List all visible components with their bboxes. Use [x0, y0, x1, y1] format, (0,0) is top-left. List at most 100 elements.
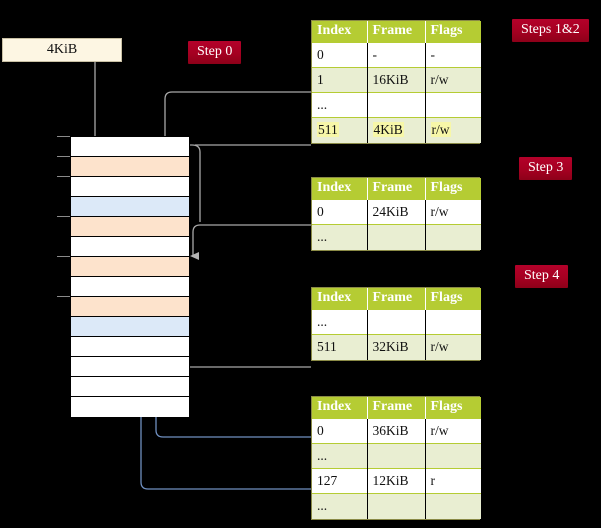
- cell-index: 511: [312, 117, 368, 143]
- memory-frame-row: [71, 397, 189, 417]
- badge-step-0-label: Step 0: [197, 44, 233, 59]
- cell-frame: 12KiB: [367, 468, 426, 494]
- cell-flags: [425, 92, 481, 118]
- cell-flags: [425, 224, 481, 250]
- column-header-flags: Flags: [425, 21, 481, 43]
- cell-frame: [367, 493, 426, 519]
- cell-flags: [425, 309, 481, 335]
- cell-flags: r: [425, 468, 481, 494]
- memory-frame-row: [71, 337, 189, 357]
- cell-frame: [367, 443, 426, 469]
- cell-frame: 32KiB: [367, 334, 426, 360]
- cell-frame: [367, 224, 426, 250]
- cell-flags: r/w: [425, 418, 481, 444]
- column-header-flags: Flags: [425, 288, 481, 310]
- cell-frame: 16KiB: [367, 67, 426, 93]
- table-row: ...: [312, 92, 481, 118]
- cell-index: 0: [312, 199, 368, 225]
- cell-flags: r/w: [425, 334, 481, 360]
- table-row: ...: [312, 224, 481, 250]
- memory-frame-row: [71, 257, 189, 277]
- memory-tick: [57, 136, 70, 137]
- cell-flags: r/w: [425, 199, 481, 225]
- memory-frame-row: [71, 277, 189, 297]
- memory-frame-row: [71, 357, 189, 377]
- column-header-flags: Flags: [425, 397, 481, 419]
- table-row: ...: [312, 309, 481, 335]
- badge-step-3-label: Step 3: [528, 160, 564, 175]
- cell-flags: r/w: [425, 117, 481, 143]
- cell-flags: [425, 443, 481, 469]
- cell-flags: -: [425, 42, 481, 68]
- cell-frame: 36KiB: [367, 418, 426, 444]
- cell-index: ...: [312, 224, 368, 250]
- cell-frame: [367, 309, 426, 335]
- memory-frame-row: [71, 217, 189, 237]
- cell-index: 0: [312, 418, 368, 444]
- cell-index: ...: [312, 493, 368, 519]
- badge-steps-1-2-label: Steps 1&2: [521, 22, 580, 37]
- memory-frame-row: [71, 237, 189, 257]
- cell-index: 127: [312, 468, 368, 494]
- memory-tick: [57, 216, 70, 217]
- physical-memory-column: [70, 136, 190, 417]
- page-box-4kib: 4KiB: [2, 38, 122, 62]
- column-header-frame: Frame: [367, 397, 426, 419]
- cell-frame: -: [367, 42, 426, 68]
- cell-index: 1: [312, 67, 368, 93]
- memory-tick: [57, 156, 70, 157]
- memory-frame-row: [71, 137, 189, 157]
- column-header-frame: Frame: [367, 178, 426, 200]
- badge-step-0: Step 0: [188, 41, 242, 64]
- badge-step-3: Step 3: [519, 157, 573, 180]
- column-header-frame: Frame: [367, 21, 426, 43]
- column-header-index: Index: [312, 21, 368, 43]
- cell-index: ...: [312, 309, 368, 335]
- cell-frame: 4KiB: [367, 117, 426, 143]
- column-header-flags: Flags: [425, 178, 481, 200]
- page-box-label: 4KiB: [46, 42, 78, 57]
- cell-index: ...: [312, 92, 368, 118]
- column-header-index: Index: [312, 288, 368, 310]
- column-header-index: Index: [312, 178, 368, 200]
- badge-steps-1-2: Steps 1&2: [512, 19, 589, 42]
- cell-index: 511: [312, 334, 368, 360]
- memory-frame-row: [71, 377, 189, 397]
- badge-step-4-label: Step 4: [524, 268, 560, 283]
- column-header-frame: Frame: [367, 288, 426, 310]
- badge-step-4: Step 4: [515, 265, 569, 288]
- memory-frame-row: [71, 297, 189, 317]
- memory-frame-row: [71, 197, 189, 217]
- cell-flags: r/w: [425, 67, 481, 93]
- cell-frame: [367, 92, 426, 118]
- column-header-index: Index: [312, 397, 368, 419]
- cell-flags: [425, 493, 481, 519]
- memory-frame-row: [71, 157, 189, 177]
- memory-tick: [57, 296, 70, 297]
- table-row: ...: [312, 493, 481, 519]
- cell-frame: 24KiB: [367, 199, 426, 225]
- cell-index: 0: [312, 42, 368, 68]
- cell-index: ...: [312, 443, 368, 469]
- memory-frame-row: [71, 317, 189, 337]
- memory-tick: [57, 256, 70, 257]
